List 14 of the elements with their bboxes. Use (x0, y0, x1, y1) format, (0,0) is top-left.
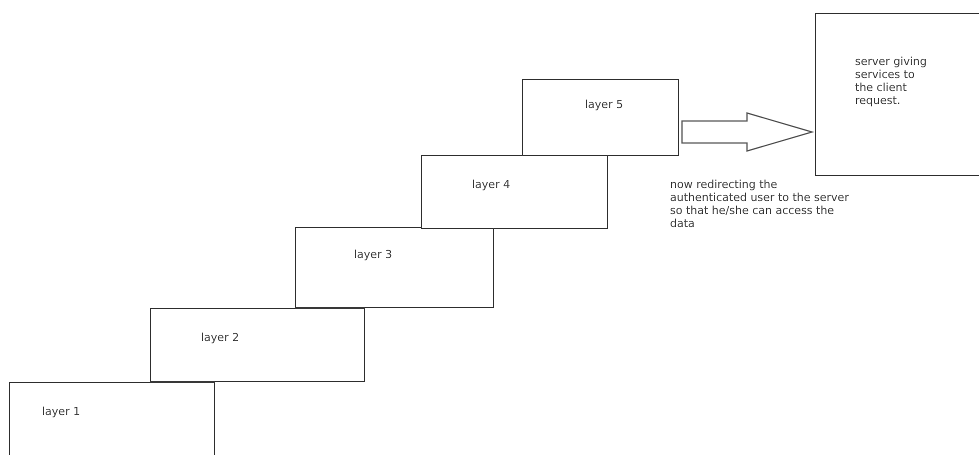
box-label: layer 3 (354, 248, 392, 261)
layer-box (815, 13, 979, 176)
box-label: layer 4 (472, 178, 510, 191)
layer-box (9, 382, 215, 455)
edge-label: now redirecting the authenticated user to the server so that he/she can access the data (670, 178, 850, 230)
box-label: server giving services to the client request. (855, 55, 928, 107)
box-label: layer 5 (585, 98, 624, 111)
block-arrow (681, 112, 814, 152)
layer-box (295, 227, 494, 308)
box-label: layer 2 (201, 331, 240, 344)
layer-box (150, 308, 365, 382)
layer-box (421, 155, 608, 229)
layer-box (522, 79, 679, 156)
box-label: layer 1 (42, 405, 80, 418)
